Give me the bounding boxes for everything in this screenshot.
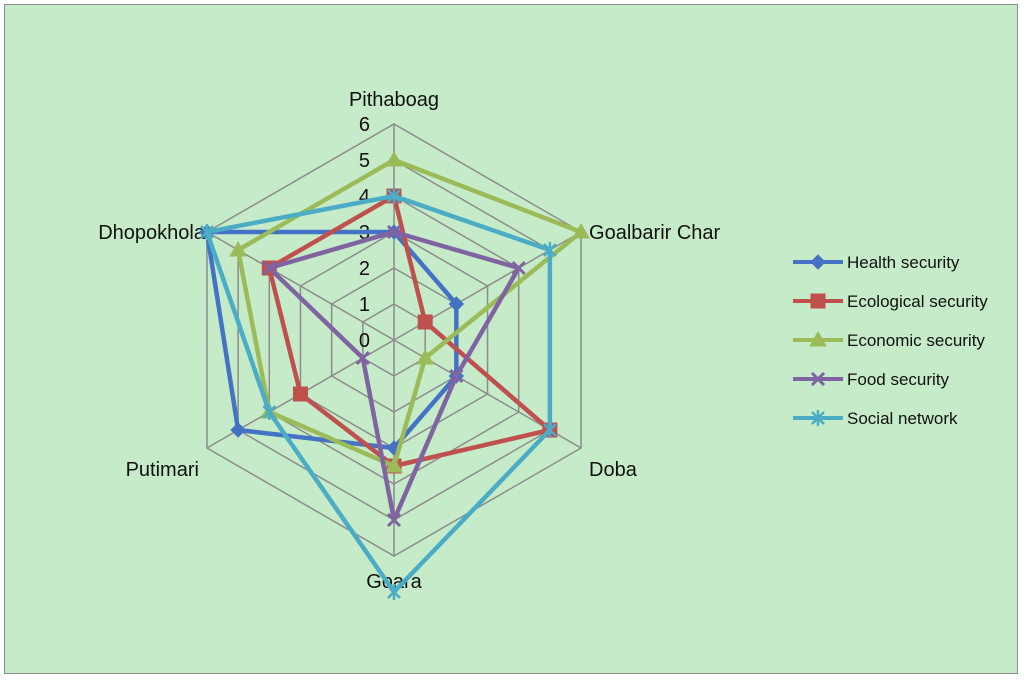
data-point xyxy=(262,404,277,420)
legend-item: Economic security xyxy=(793,330,985,350)
legend-marker xyxy=(810,371,826,387)
data-point xyxy=(511,260,526,276)
legend-label: Social network xyxy=(847,409,958,428)
data-point xyxy=(386,224,402,240)
data-point xyxy=(386,512,402,528)
data-point xyxy=(200,224,214,240)
chart-background xyxy=(5,5,1017,673)
category-label: Goalbarir Char xyxy=(589,222,721,244)
data-point xyxy=(385,150,403,167)
data-point xyxy=(572,222,590,239)
legend-marker xyxy=(810,293,826,309)
series-layer xyxy=(199,150,590,600)
radial-tick-label: 1 xyxy=(359,294,370,316)
category-label: Dhopokhola xyxy=(98,222,206,244)
legend-label: Economic security xyxy=(847,331,985,350)
legend-item: Ecological security xyxy=(793,292,988,311)
legend-item: Social network xyxy=(793,409,958,428)
legend-marker xyxy=(811,410,825,426)
legend-item: Food security xyxy=(793,370,950,389)
data-point xyxy=(417,314,433,330)
data-point xyxy=(449,368,464,384)
radial-tick-label: 0 xyxy=(359,330,370,352)
category-label: Pithaboag xyxy=(349,89,439,111)
legend-label: Ecological security xyxy=(847,292,988,311)
radial-tick-label: 4 xyxy=(359,186,370,208)
category-label: Putimari xyxy=(126,459,199,481)
radial-tick-label: 5 xyxy=(359,150,370,172)
legend-marker xyxy=(809,330,827,347)
legend-item: Health security xyxy=(793,253,960,272)
data-point xyxy=(387,188,401,204)
chart-frame xyxy=(4,4,1018,674)
data-point xyxy=(543,242,557,258)
data-point xyxy=(387,584,401,600)
data-point xyxy=(448,296,465,312)
data-point xyxy=(292,386,308,402)
category-label: Doba xyxy=(589,459,638,481)
legend-label: Health security xyxy=(847,253,960,272)
legend-label: Food security xyxy=(847,370,950,389)
data-point xyxy=(262,260,277,276)
radial-tick-label: 6 xyxy=(359,114,370,136)
data-point xyxy=(229,240,247,257)
data-point xyxy=(543,422,557,438)
data-point xyxy=(355,350,370,366)
data-point xyxy=(416,348,435,365)
legend-marker xyxy=(810,254,826,270)
series-4 xyxy=(200,188,557,600)
radial-tick-label: 2 xyxy=(359,258,370,280)
series-3 xyxy=(262,224,526,528)
data-point xyxy=(230,422,246,438)
data-point xyxy=(385,456,403,473)
